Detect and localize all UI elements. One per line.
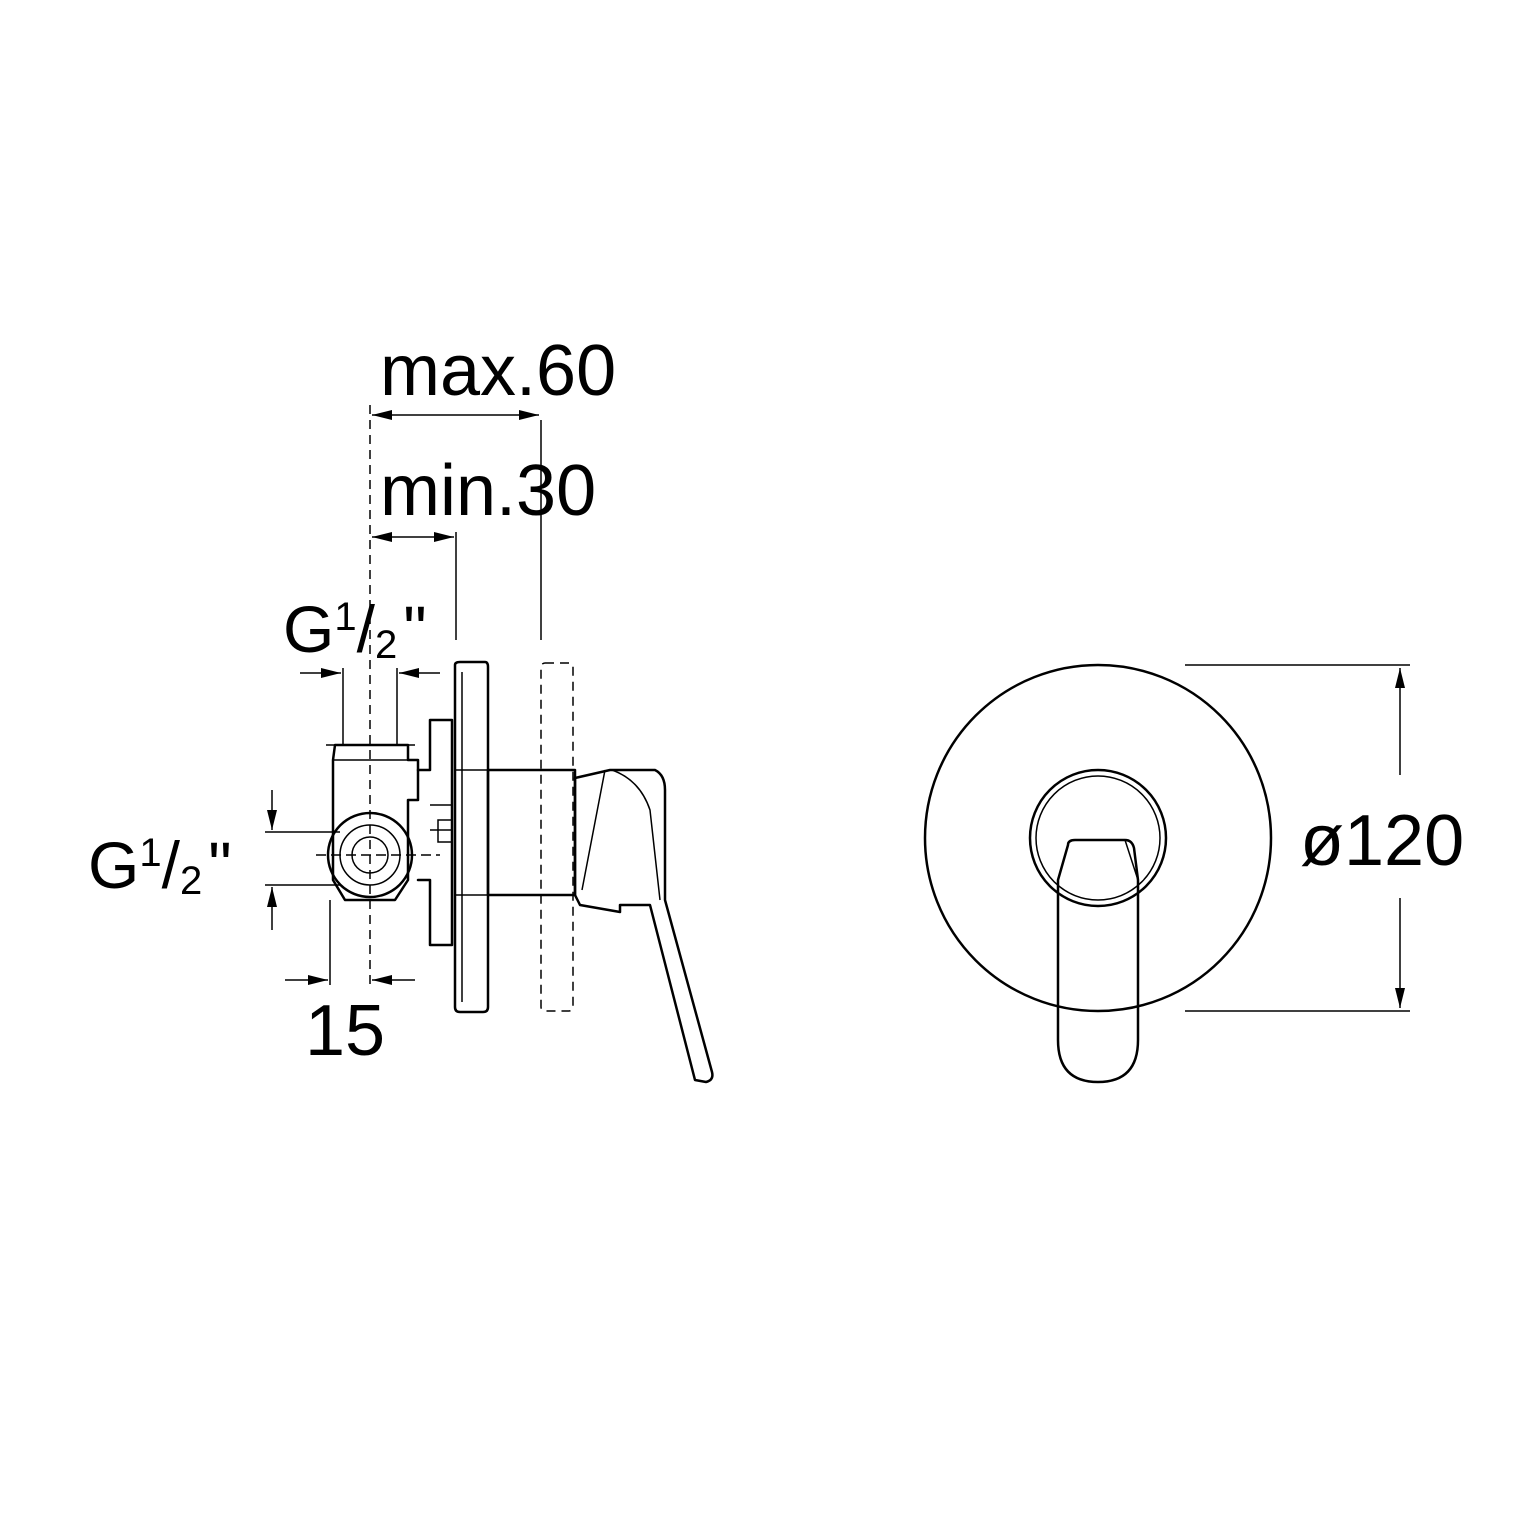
handle-body-side: [486, 768, 577, 897]
front-view: ø120: [923, 663, 1464, 1084]
finished-wall: [540, 662, 574, 1012]
lever-front: [1056, 838, 1140, 1084]
handle-base-front: [1028, 768, 1168, 908]
max-dimension-label: max.60: [380, 331, 616, 411]
thread-top-label: G1/2": [283, 592, 427, 667]
diameter-label: ø120: [1300, 801, 1464, 881]
offset-label: 15: [305, 991, 385, 1071]
min-dimension-label: min.30: [380, 451, 596, 531]
valve-body: [316, 718, 454, 947]
lever-side: [573, 768, 714, 1084]
cover-plate-front: [923, 663, 1273, 1013]
side-view: max.60 min.30 G1/2" G1/2" 15: [88, 331, 714, 1084]
cover-plate-side: [453, 660, 490, 1014]
thread-left-label: G1/2": [88, 828, 232, 903]
